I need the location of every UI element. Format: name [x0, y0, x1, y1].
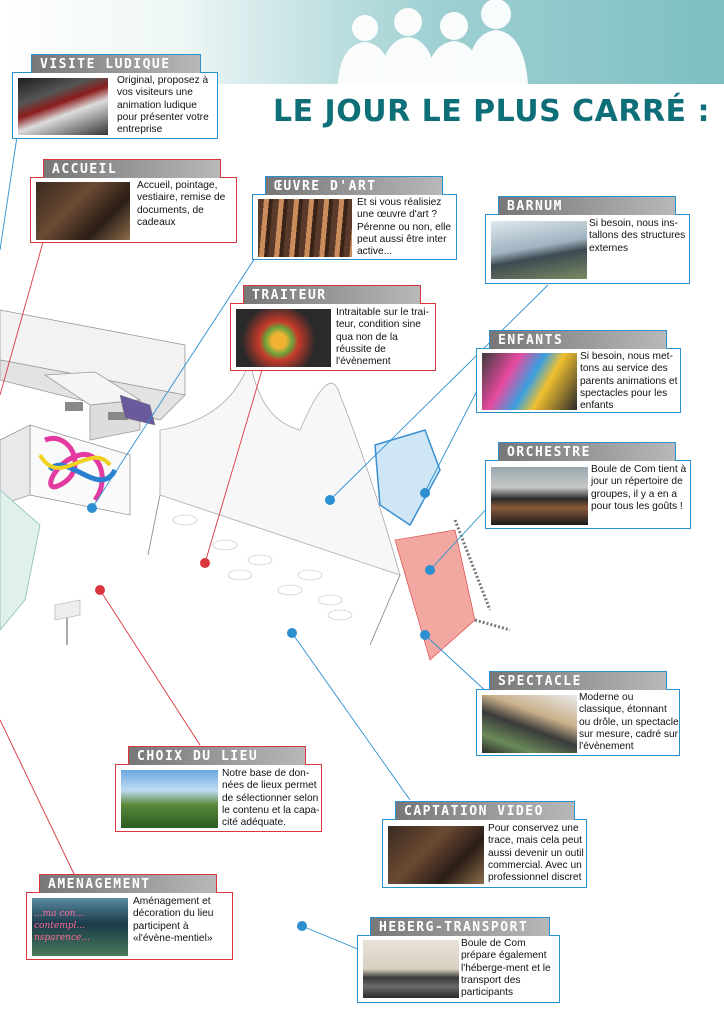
card-text: Pour conservez une trace, mais cela peut… [488, 823, 584, 884]
card-title: BARNUM [498, 196, 676, 215]
tent [159, 359, 401, 576]
card-oeuvre-art: ŒUVRE D'ART Et si vous réalisiez une œuv… [252, 176, 457, 260]
card-text: Notre base de don-nées de lieux permet d… [222, 768, 320, 829]
card-captation-video: CAPTATION VIDEO Pour conservez une trace… [382, 801, 587, 888]
card-title: ACCUEIL [43, 159, 221, 178]
card-title: HEBERG-TRANSPORT [370, 917, 550, 936]
signpost [54, 599, 81, 621]
card-title: CAPTATION VIDEO [395, 801, 575, 820]
card-orchestre: ORCHESTRE Boule de Com tient à jour un r… [485, 442, 691, 529]
card-text: Accueil, pointage, vestiaire, remise de … [137, 180, 226, 228]
photo-traiteur [236, 309, 331, 367]
photo-barnum [491, 221, 587, 279]
photo-visite [18, 78, 108, 135]
people-silhouettes-icon [338, 0, 528, 84]
photo-sign-text: ...ma con... contempl... nsparence... [34, 909, 90, 943]
card-text: Moderne ou classique, étonnant ou drôle,… [579, 692, 679, 753]
card-text: Intraitable sur le trai-teur, condition … [336, 307, 429, 368]
card-title: CHOIX DU LIEU [128, 746, 306, 765]
card-text: Si besoin, nous met-tons au service des … [580, 351, 678, 412]
card-title: TRAITEUR [243, 285, 421, 304]
card-spectacle: SPECTACLE Moderne ou classique, étonnant… [476, 671, 680, 756]
card-title: ŒUVRE D'ART [265, 176, 443, 195]
card-title: VISITE LUDIQUE [31, 54, 201, 73]
card-text: Boule de Com prépare également l'héberge… [461, 938, 551, 999]
glass-barnum [0, 489, 41, 631]
card-enfants: ENFANTS Si besoin, nous met-tons au serv… [476, 330, 681, 413]
photo-captation [388, 826, 484, 884]
photo-accueil [36, 182, 130, 240]
card-title: ENFANTS [489, 330, 667, 349]
card-text: Original, proposez à vos visiteurs une a… [117, 75, 209, 136]
photo-heberg [363, 940, 459, 998]
card-amenagement: AMENAGEMENT ...ma con... contempl... nsp… [26, 874, 233, 960]
photo-spectacle [482, 695, 577, 753]
photo-enfants [482, 353, 577, 410]
card-visite-ludique: VISITE LUDIQUE Original, proposez à vos … [12, 54, 218, 139]
card-text: Aménagement et décoration du lieu partic… [133, 896, 214, 944]
bouncy-castle [374, 429, 441, 527]
card-traiteur: TRAITEUR Intraitable sur le trai-teur, c… [230, 285, 436, 371]
card-heberg-transport: HEBERG-TRANSPORT Boule de Com prépare ég… [357, 917, 560, 1003]
photo-oeuvre [258, 199, 352, 257]
card-text: Si besoin, nous ins-tallons des structur… [589, 218, 686, 254]
card-title: ORCHESTRE [498, 442, 676, 461]
photo-choix-lieu [121, 770, 218, 828]
photo-amenagement: ...ma con... contempl... nsparence... [32, 898, 128, 956]
card-barnum: BARNUM Si besoin, nous ins-tallons des s… [485, 196, 690, 284]
card-choix-lieu: CHOIX DU LIEU Notre base de don-nées de … [115, 746, 322, 832]
photo-orchestre [491, 467, 588, 525]
card-title: SPECTACLE [489, 671, 667, 690]
card-text: Boule de Com tient à jour un répertoire … [591, 464, 687, 512]
card-accueil: ACCUEIL Accueil, pointage, vestiaire, re… [30, 159, 237, 243]
card-text: Et si vous réalisiez une œuvre d'art ? P… [357, 197, 452, 258]
page-title: LE JOUR LE PLUS CARRÉ : [273, 94, 710, 129]
stage [394, 529, 476, 661]
card-title: AMENAGEMENT [39, 874, 217, 893]
